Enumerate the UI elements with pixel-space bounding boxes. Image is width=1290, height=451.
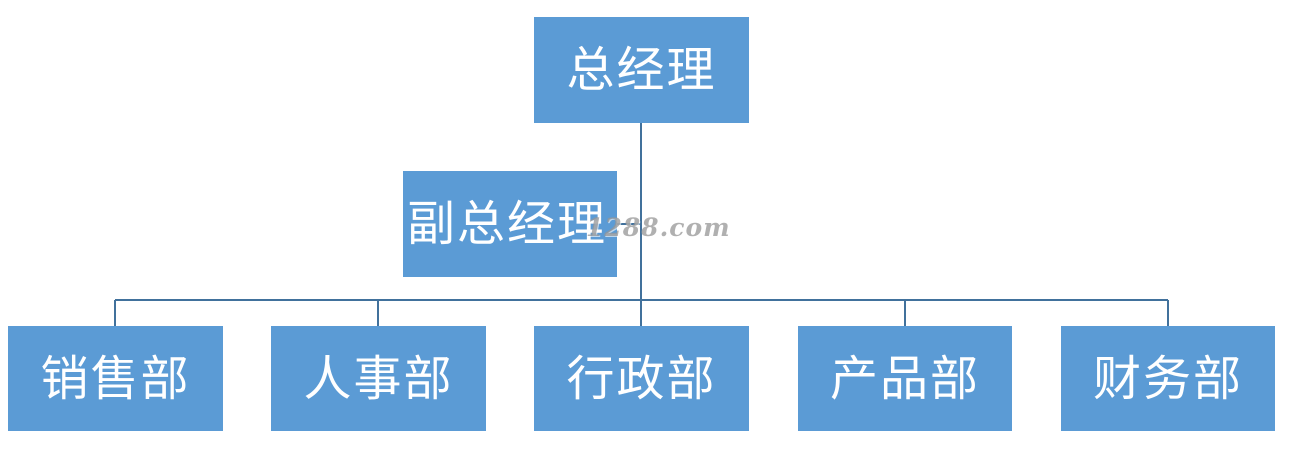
node-label: 销售部 [40,350,191,407]
node-product-department: 产品部 [798,326,1012,431]
node-label: 财务部 [1092,350,1243,407]
node-deputy-general-manager: 副总经理 [403,171,617,277]
node-label: 副总经理 [407,196,608,252]
node-label: 行政部 [566,350,717,407]
node-sales-department: 销售部 [8,326,223,431]
node-finance-department: 财务部 [1061,326,1275,431]
node-label: 总经理 [566,42,717,98]
watermark-text: 1288.com [586,213,731,242]
node-admin-department: 行政部 [534,326,749,431]
node-label: 人事部 [303,350,454,407]
node-general-manager: 总经理 [534,17,749,123]
node-hr-department: 人事部 [271,326,486,431]
node-label: 产品部 [829,350,980,407]
